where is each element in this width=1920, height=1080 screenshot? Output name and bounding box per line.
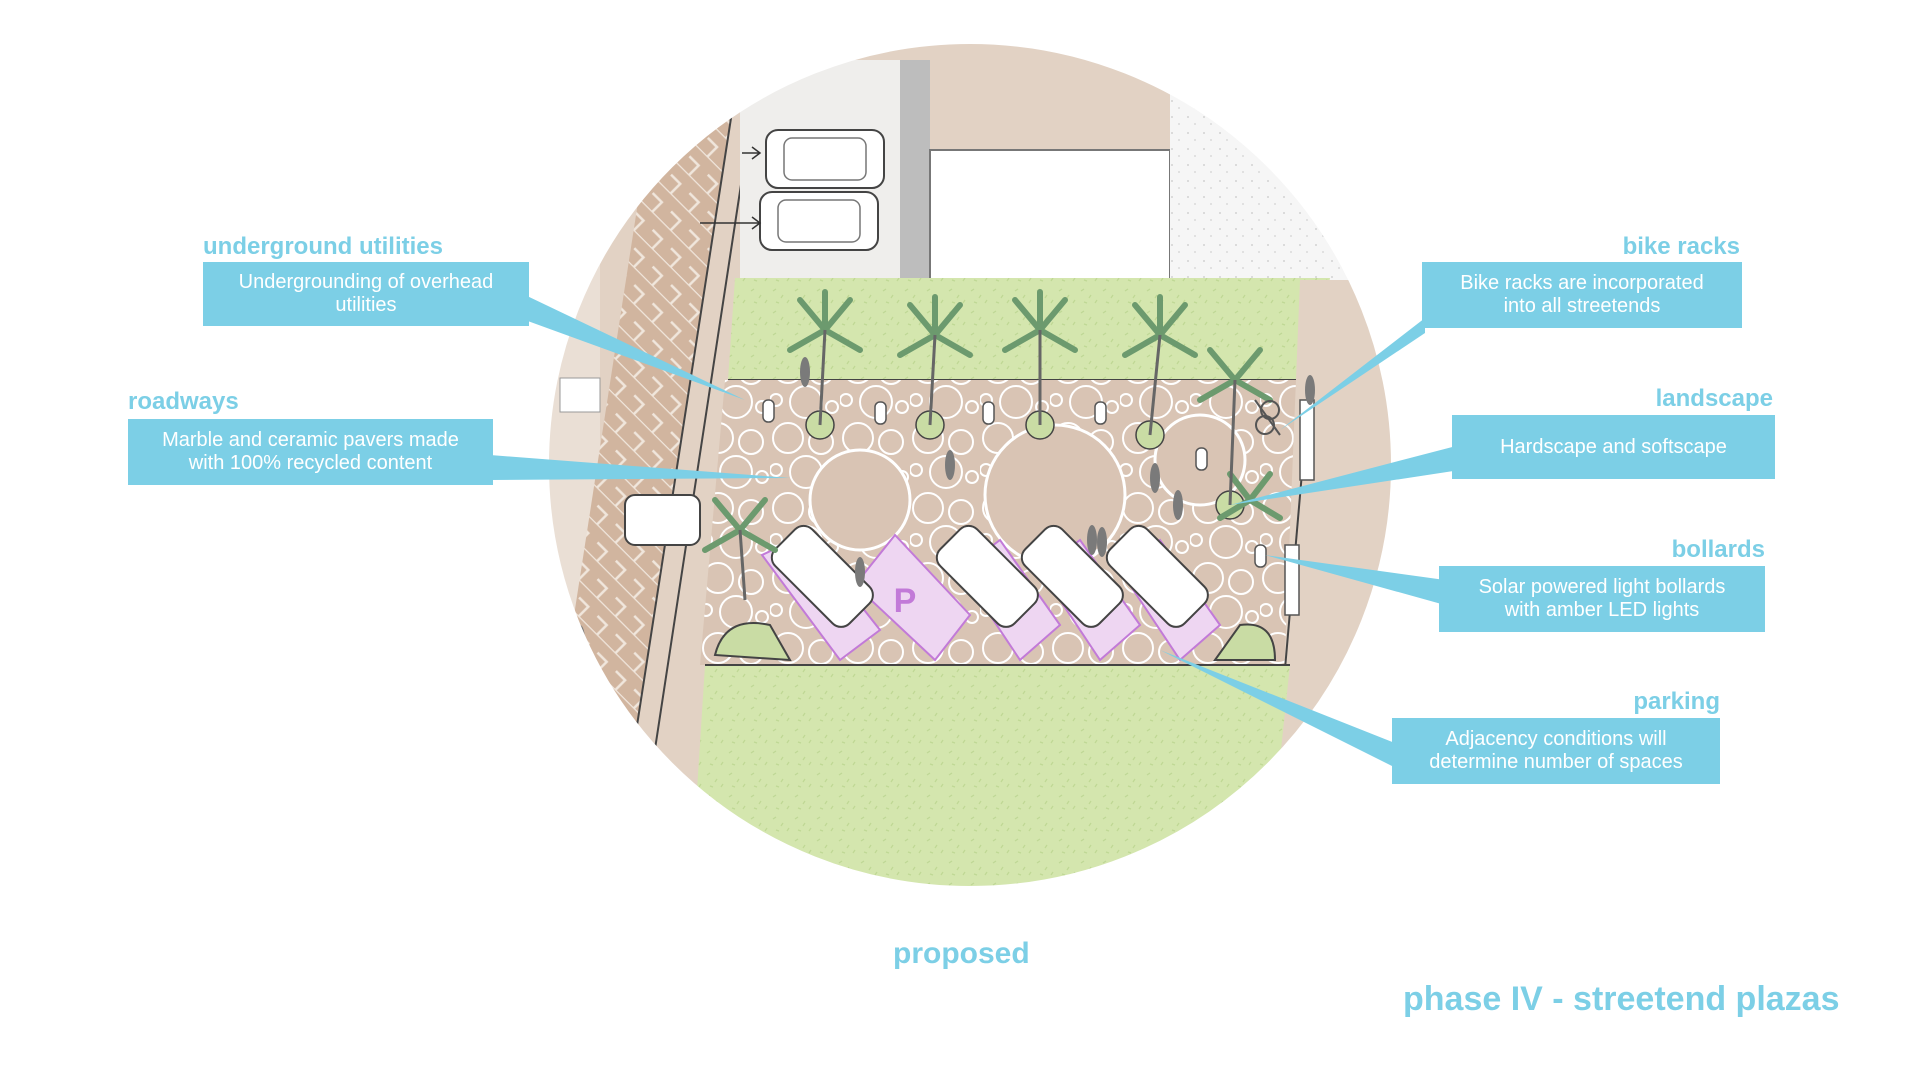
roadways-heading: roadways: [128, 388, 239, 415]
building-footprint: [929, 149, 1171, 301]
underground-utilities-heading: underground utilities: [203, 233, 443, 260]
parking-symbol: P: [894, 582, 917, 620]
parking-heading: parking: [1633, 688, 1720, 715]
landscape-callout: Hardscape and softscape: [1452, 415, 1775, 479]
callout-line: into all streetends: [1503, 295, 1661, 317]
callout-line: with amber LED lights: [1504, 599, 1700, 621]
callout-leaders: [490, 295, 1460, 770]
parked-cars-diagonal: [770, 524, 1209, 628]
light-bollards: [762, 399, 1267, 568]
callout-line: utilities: [335, 294, 397, 316]
street-car: [624, 494, 701, 546]
callout-line: with 100% recycled content: [188, 452, 433, 474]
callout-line: Adjacency conditions will: [1445, 728, 1667, 750]
phase-title: phase IV - streetend plazas: [1403, 980, 1840, 1018]
palm-trees: [702, 289, 1283, 553]
bike-racks-heading: bike racks: [1622, 233, 1740, 260]
parked-car: [765, 129, 885, 189]
callout-line: Bike racks are incorporated: [1460, 272, 1704, 294]
planter: [1213, 623, 1277, 661]
parked-car: [759, 191, 879, 251]
bollards-heading: bollards: [1671, 536, 1765, 563]
lower-landscape-lawn: [690, 665, 1290, 888]
callout-line: Hardscape and softscape: [1500, 435, 1727, 458]
callout-line: determine number of spaces: [1429, 751, 1683, 773]
planter: [713, 622, 792, 662]
upper-landscape-lawn: [728, 278, 1330, 380]
landscape-heading: landscape: [1655, 385, 1773, 412]
bike-racks: [1254, 399, 1281, 436]
callout-line: Undergrounding of overhead: [238, 271, 494, 293]
callout-line: Solar powered light bollards: [1478, 576, 1726, 598]
callout-line: Marble and ceramic pavers made: [162, 429, 459, 451]
proposed-caption: proposed: [893, 937, 1030, 970]
